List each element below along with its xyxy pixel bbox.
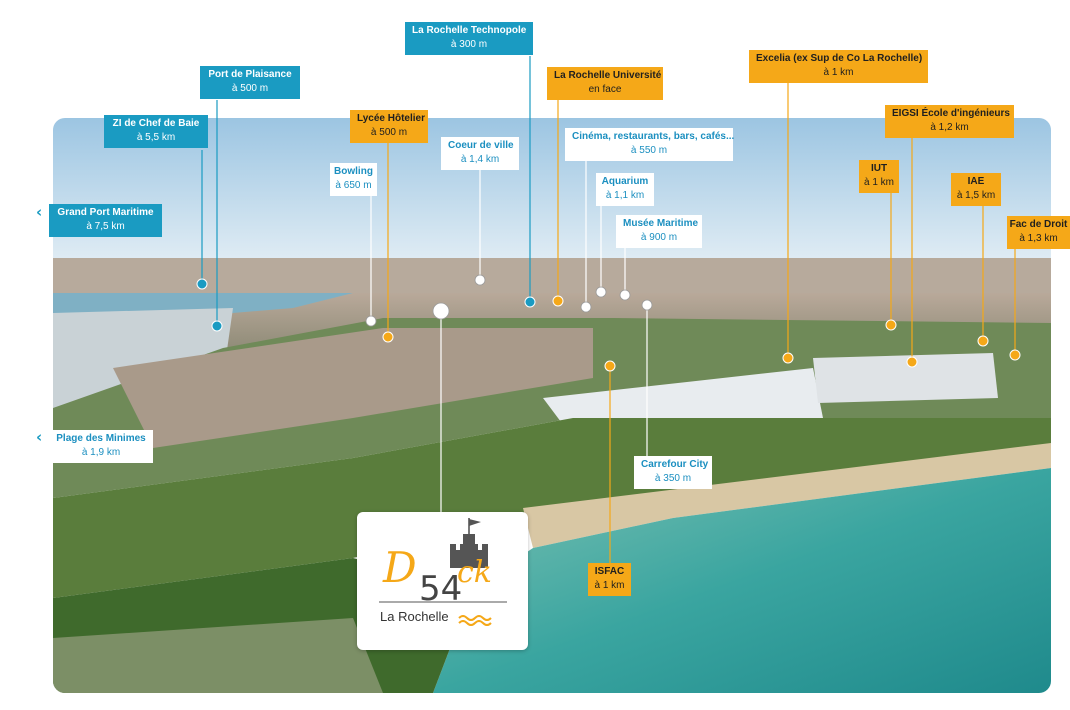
label-technopole: La Rochelle Technopole à 300 m	[405, 22, 533, 55]
label-musee: Musée Maritime à 900 m	[616, 215, 702, 248]
logo-city: La Rochelle	[380, 609, 449, 624]
label-cinema: Cinéma, restaurants, bars, cafés... à 55…	[565, 128, 735, 161]
logo-word-left: D	[382, 543, 417, 592]
aerial-photo	[53, 118, 1051, 693]
label-eigsi-name: EIGSI École d'ingénieurs	[892, 108, 1010, 119]
label-isfac: ISFAC à 1 km	[588, 563, 631, 596]
label-musee-dist: à 900 m	[640, 232, 678, 243]
label-plaisance: Port de Plaisance à 500 m	[200, 66, 300, 99]
label-coeur: Coeur de ville à 1,4 km	[441, 137, 519, 170]
label-technopole-dist: à 300 m	[450, 39, 488, 50]
label-eigsi-dist: à 1,2 km	[930, 122, 969, 133]
label-plaisance-dist: à 500 m	[231, 83, 269, 94]
label-eigsi: EIGSI École d'ingénieurs à 1,2 km	[885, 105, 1014, 138]
label-chef-de-baie: ZI de Chef de Baie à 5,5 km	[104, 115, 208, 148]
label-aquarium-dist: à 1,1 km	[605, 190, 645, 201]
label-iut-name: IUT	[870, 163, 888, 174]
waves-icon	[458, 615, 492, 626]
label-isfac-dist: à 1 km	[594, 580, 625, 591]
label-universite-dist: en face	[588, 84, 622, 95]
label-chef-de-baie-dist: à 5,5 km	[136, 132, 176, 143]
label-iae-dist: à 1,5 km	[956, 190, 996, 201]
label-droit: Fac de Droit à 1,3 km	[1007, 216, 1070, 249]
label-bowling: Bowling à 650 m	[330, 163, 377, 196]
label-universite-name: La Rochelle Université	[554, 70, 662, 81]
label-lycee: Lycée Hôtelier à 500 m	[350, 110, 428, 143]
label-iut: IUT à 1 km	[859, 160, 899, 193]
label-coeur-dist: à 1,4 km	[460, 154, 500, 165]
label-carrefour-dist: à 350 m	[654, 473, 692, 484]
label-minimes-name: Plage des Minimes	[56, 433, 146, 444]
label-aquarium: Aquarium à 1,1 km	[596, 173, 654, 206]
label-droit-name: Fac de Droit	[1009, 219, 1068, 230]
label-excelia-name: Excelia (ex Sup de Co La Rochelle)	[756, 53, 923, 64]
label-grand-port-name: Grand Port Maritime	[57, 207, 154, 218]
label-cinema-name: Cinéma, restaurants, bars, cafés...	[572, 131, 735, 142]
label-chef-de-baie-name: ZI de Chef de Baie	[112, 118, 200, 129]
label-minimes: Plage des Minimes à 1,9 km	[49, 430, 153, 463]
label-lycee-name: Lycée Hôtelier	[357, 113, 425, 124]
dock54-logo: D ck 54	[379, 518, 507, 626]
label-excelia: Excelia (ex Sup de Co La Rochelle) à 1 k…	[749, 50, 928, 83]
label-musee-name: Musée Maritime	[623, 218, 699, 229]
label-lycee-dist: à 500 m	[370, 127, 408, 138]
castle-icon	[450, 534, 488, 568]
label-droit-dist: à 1,3 km	[1019, 233, 1058, 244]
label-carrefour-name: Carrefour City	[641, 459, 709, 470]
label-iae-name: IAE	[967, 176, 985, 187]
dock54-logo-card: D ck 54 La Rochelle	[357, 512, 528, 650]
chevron-left-icon: ‹	[36, 428, 43, 446]
chevron-left-icon: ‹	[36, 203, 43, 221]
label-bowling-name: Bowling	[334, 166, 373, 177]
label-minimes-dist: à 1,9 km	[81, 447, 121, 458]
label-iut-dist: à 1 km	[863, 177, 894, 188]
logo-word-right: ck	[457, 555, 492, 590]
label-coeur-name: Coeur de ville	[448, 140, 514, 151]
label-cinema-dist: à 550 m	[630, 145, 668, 156]
label-technopole-name: La Rochelle Technopole	[412, 25, 527, 36]
label-carrefour: Carrefour City à 350 m	[634, 456, 712, 489]
label-universite: La Rochelle Université en face	[547, 67, 663, 100]
logo-number: 54	[419, 569, 462, 609]
label-aquarium-name: Aquarium	[601, 176, 649, 187]
label-iae: IAE à 1,5 km	[951, 173, 1001, 206]
flag-icon	[468, 518, 481, 535]
label-isfac-name: ISFAC	[594, 566, 625, 577]
label-excelia-dist: à 1 km	[823, 67, 854, 78]
label-plaisance-name: Port de Plaisance	[208, 69, 292, 80]
label-bowling-dist: à 650 m	[335, 180, 372, 191]
label-grand-port: Grand Port Maritime à 7,5 km	[49, 204, 162, 237]
label-grand-port-dist: à 7,5 km	[86, 221, 125, 232]
